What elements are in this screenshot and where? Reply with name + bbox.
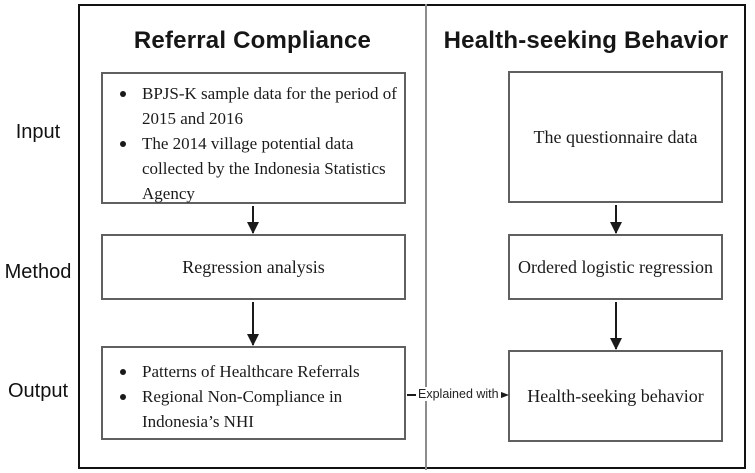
down-arrow-icon — [615, 302, 617, 349]
row-label-input: Input — [15, 121, 61, 143]
bullet-item: BPJS-K sample data for the period of 201… — [103, 81, 400, 131]
bullet-item: Patterns of Healthcare Referrals — [103, 359, 400, 384]
left-method-text: Regression analysis — [182, 256, 325, 277]
diagram-outer-border — [78, 4, 746, 469]
bullet-item: The 2014 village potential data collecte… — [103, 131, 400, 206]
row-label-method: Method — [4, 261, 72, 283]
right-method-text: Ordered logistic regression — [518, 256, 713, 277]
down-arrow-icon — [252, 206, 254, 233]
left-output-box: Patterns of Healthcare Referrals Regiona… — [101, 346, 406, 440]
column-divider-line — [425, 4, 427, 470]
connector-label-explained-with: Explained with — [416, 387, 501, 401]
right-output-box: Health-seeking behavior — [508, 350, 723, 442]
column-header-referral-compliance: Referral Compliance — [133, 27, 372, 54]
right-input-text: The questionnaire data — [533, 126, 698, 147]
left-output-bullet-list: Patterns of Healthcare Referrals Regiona… — [103, 348, 404, 434]
column-header-health-seeking-behavior: Health-seeking Behavior — [443, 27, 729, 54]
left-method-box: Regression analysis — [101, 234, 406, 300]
bullet-item: Regional Non-Compliance in Indonesia’s N… — [103, 384, 400, 434]
right-output-text: Health-seeking behavior — [527, 385, 704, 406]
row-label-output: Output — [7, 380, 69, 402]
down-arrow-icon — [252, 302, 254, 345]
down-arrow-icon — [615, 205, 617, 233]
left-input-box: BPJS-K sample data for the period of 201… — [101, 72, 406, 204]
right-method-box: Ordered logistic regression — [508, 234, 723, 300]
left-input-bullet-list: BPJS-K sample data for the period of 201… — [103, 74, 404, 206]
right-input-box: The questionnaire data — [508, 71, 723, 203]
